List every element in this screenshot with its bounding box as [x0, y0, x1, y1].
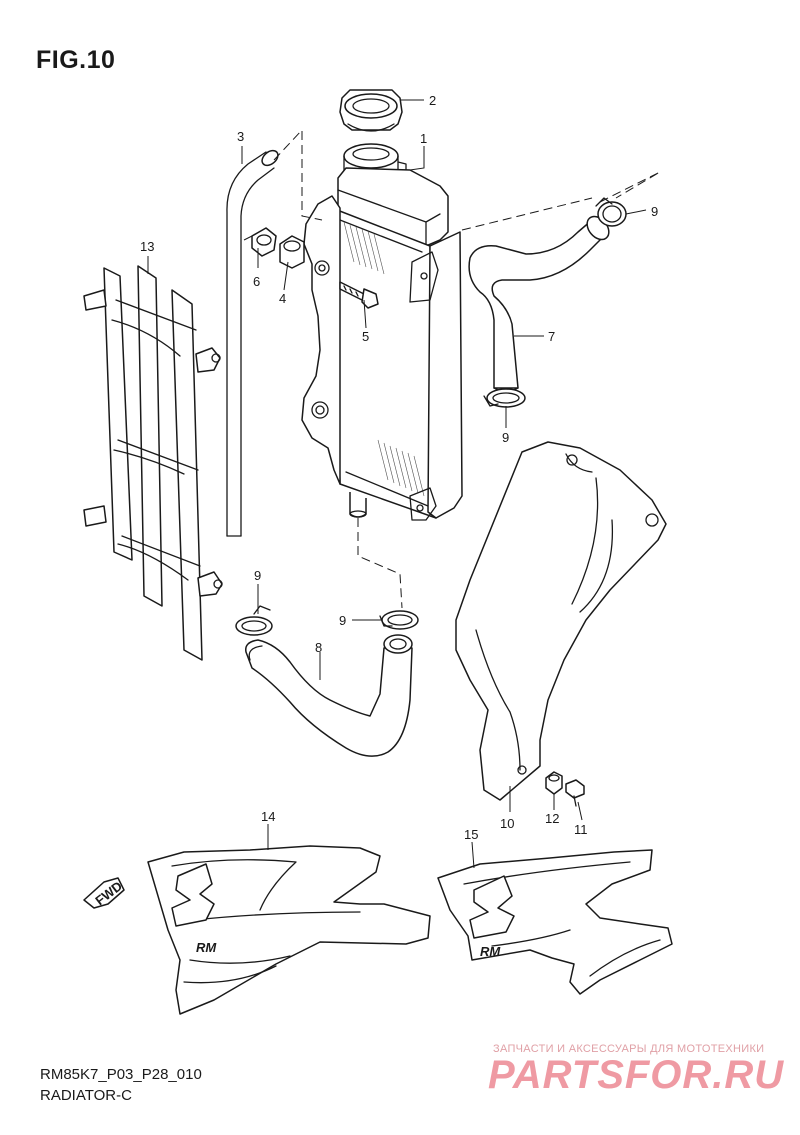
callout-9-upper-lower: 9 — [502, 430, 509, 445]
callout-15: 15 — [464, 827, 478, 842]
collar-4 — [279, 235, 305, 269]
forward-arrow: FWD — [83, 877, 125, 909]
figure-code: RM85K7_P03_P28_010 — [40, 1066, 202, 1083]
radiator-cap — [339, 89, 403, 132]
callout-9-lower-left: 9 — [254, 568, 261, 583]
callout-1: 1 — [420, 131, 427, 146]
callout-4: 4 — [279, 291, 286, 306]
radiator — [301, 143, 463, 521]
callout-labels: 2 1 3 6 4 5 7 9 9 9 9 8 13 10 12 11 14 1… — [140, 93, 658, 842]
watermark-logo: PARTSFOR.RU — [488, 1053, 785, 1097]
callout-8: 8 — [315, 640, 322, 655]
bolt-5 — [339, 281, 379, 309]
radiator-louver — [83, 265, 223, 661]
grommet-6 — [251, 227, 277, 257]
hose-clamp-lower-left — [235, 605, 273, 636]
callout-6: 6 — [253, 274, 260, 289]
decal-right-text: RM — [480, 944, 501, 959]
decal-left-text: RM — [196, 940, 217, 955]
figure-title: FIG.10 — [36, 46, 116, 74]
callout-7: 7 — [548, 329, 555, 344]
callout-14: 14 — [261, 809, 275, 824]
lower-radiator-hose — [245, 634, 413, 757]
collar-12 — [545, 771, 563, 795]
callout-3: 3 — [237, 129, 244, 144]
watermark-tagline: ЗАПЧАСТИ И АКСЕССУАРЫ ДЛЯ МОТОТЕХНИКИ — [493, 1043, 765, 1055]
phantom-lines — [243, 128, 661, 609]
callout-9-upper-right: 9 — [651, 204, 658, 219]
callout-10: 10 — [500, 816, 514, 831]
shroud-decal-left: RM — [147, 845, 431, 1015]
bolt-11 — [565, 779, 585, 807]
callout-9-lower-right: 9 — [339, 613, 346, 628]
callout-12: 12 — [545, 811, 559, 826]
radiator-shroud — [455, 441, 667, 801]
callout-5: 5 — [362, 329, 369, 344]
upper-radiator-hose — [468, 215, 610, 392]
hose-clamp-upper-lower — [483, 388, 526, 408]
breather-hose — [226, 149, 279, 537]
callout-11: 11 — [574, 822, 588, 837]
leader-lines — [147, 99, 647, 869]
hose-clamp-lower-right — [379, 610, 419, 630]
callout-13: 13 — [140, 239, 154, 254]
callout-2: 2 — [429, 93, 436, 108]
figure-name: RADIATOR-C — [40, 1087, 132, 1104]
shroud-decal-right: RM — [437, 849, 673, 995]
